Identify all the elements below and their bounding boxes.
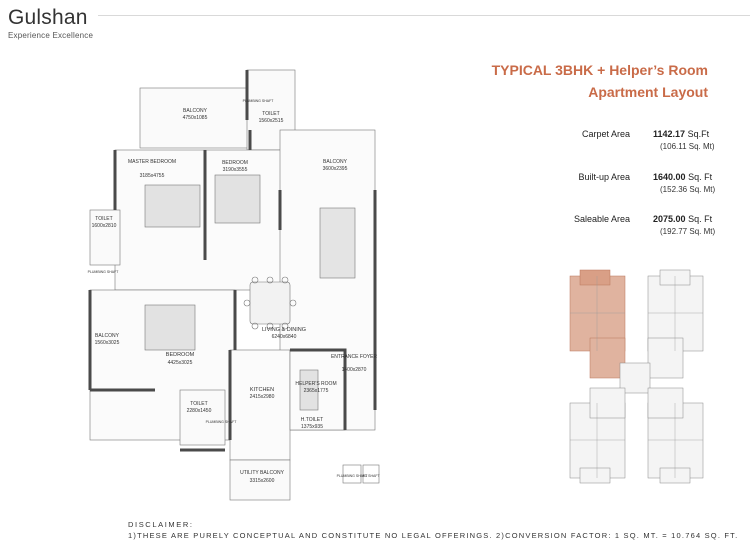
header-rule	[0, 15, 750, 16]
carpet-area-label: Carpet Area	[581, 129, 630, 139]
key-plan	[569, 269, 704, 484]
brand-logo: Gulshan Experience Excellence	[8, 6, 93, 40]
h-toilet-name: H.TOILET	[301, 417, 323, 423]
carpet-area-metric: (106.11 Sq. Mt)	[660, 142, 715, 151]
brand-tagline: Experience Excellence	[8, 31, 94, 40]
master-bedroom-dim: 3185x4755	[140, 173, 165, 179]
entrance-foyer-name: ENTRANCE FOYER	[331, 354, 378, 360]
toilet-top-name: TOILET	[262, 111, 279, 117]
bedroom-bottom-name: BEDROOM	[166, 352, 195, 358]
saleable-area-value: 2075.00 Sq. Ft	[653, 214, 713, 224]
utility-balcony-dim: 3315x2600	[250, 478, 275, 484]
toilet-left-dim: 1600x2810	[92, 223, 117, 229]
plumbing-left-label: PLUMBING SHAFT	[88, 270, 120, 274]
bedroom-top-dim: 3190x3555	[223, 167, 248, 173]
builtup-area-metric: (152.36 Sq. Mt)	[660, 185, 716, 194]
disclaimer-text: 1)THESE ARE PURELY CONCEPTUAL AND CONSTI…	[128, 531, 739, 540]
h-toilet-dim: 1375x935	[301, 424, 323, 430]
plumbing-top-label: PLUMBING SHAFT	[243, 99, 275, 103]
layout-subtitle: Apartment Layout	[588, 84, 708, 100]
balcony-left-name: BALCONY	[95, 333, 120, 339]
entrance-foyer-dim: 1400x2870	[342, 367, 367, 373]
toilet-top-dim: 1560x2515	[259, 118, 284, 124]
builtup-area-label: Built-up Area	[578, 172, 630, 182]
balcony-right-dim: 3600x2395	[323, 166, 348, 172]
saleable-area-metric: (192.77 Sq. Mt)	[660, 227, 716, 236]
builtup-area-value: 1640.00 Sq. Ft	[653, 172, 713, 182]
helpers-room-dim: 2365x1775	[304, 388, 329, 394]
kitchen-name: KITCHEN	[250, 387, 274, 393]
balcony-top-name: BALCONY	[183, 108, 208, 114]
living-dining-name: LIVING & DINING	[262, 327, 306, 333]
carpet-area-value: 1142.17 Sq.Ft	[653, 129, 710, 139]
saleable-area-label: Saleable Area	[573, 214, 630, 224]
master-bedroom-name: MASTER BEDROOM	[128, 159, 176, 165]
helpers-room-name: HELPER'S ROOM	[295, 381, 336, 387]
utility-balcony-name: UTILITY BALCONY	[240, 470, 284, 476]
kitchen-dim: 2415x2980	[250, 394, 275, 400]
plumbing-bottom-label: PLUMBING SHAFT	[206, 420, 238, 424]
toilet-bottom-dim: 2280x1450	[187, 408, 212, 414]
brand-name: Gulshan	[8, 6, 88, 29]
bedroom-bottom-dim: 4425x3025	[168, 360, 193, 366]
toilet-left-name: TOILET	[95, 216, 112, 222]
balcony-left-dim: 1560x3025	[95, 340, 120, 346]
layout-title: TYPICAL 3BHK + Helper’s Room	[491, 62, 708, 78]
ac-shaft-label: AC SHAFT	[362, 474, 380, 478]
plumbing-right-label: PLUMBING SHAFT	[337, 474, 369, 478]
brand-background	[0, 4, 98, 44]
floor-plan: BALCONY 4750x1085 TOILET 1560x2515 PLUMB…	[88, 69, 381, 501]
balcony-right-name: BALCONY	[323, 159, 348, 165]
disclaimer-title: DISCLAIMER:	[128, 520, 194, 529]
toilet-bottom-name: TOILET	[190, 401, 207, 407]
balcony-top-dim: 4750x1085	[183, 115, 208, 121]
bedroom-top-name: BEDROOM	[222, 160, 248, 166]
living-dining-dim: 6240x6840	[272, 334, 297, 340]
